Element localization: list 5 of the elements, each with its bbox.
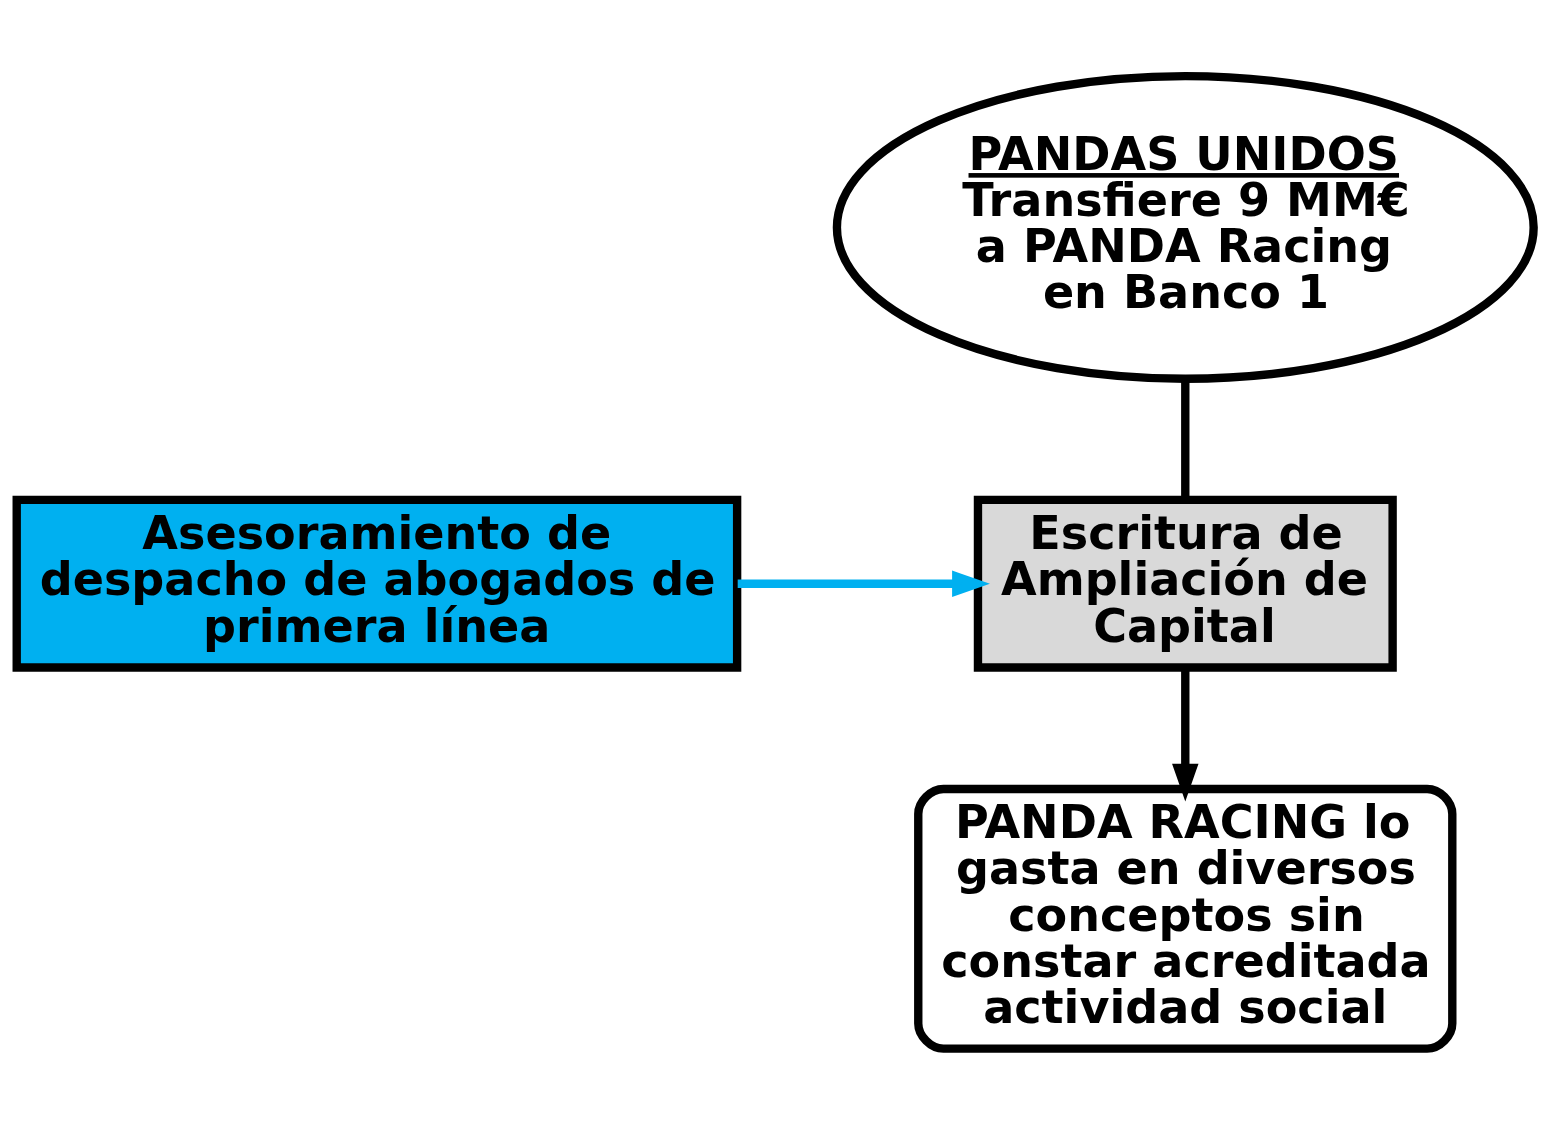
node-box: Asesoramiento de despacho de abogados de primera línea: [12, 495, 742, 672]
node-box: PANDA RACING lo gasta en diversos conceptos sin constar acreditada actividad social: [914, 784, 1457, 1053]
node-ellipse: PANDAS UNIDOS Transfiere 9 MM€ a PANDA Racing en Banco 1: [832, 71, 1538, 383]
node-box: Escritura de Ampliación de Capital: [973, 495, 1397, 672]
arrow: [737, 570, 990, 597]
